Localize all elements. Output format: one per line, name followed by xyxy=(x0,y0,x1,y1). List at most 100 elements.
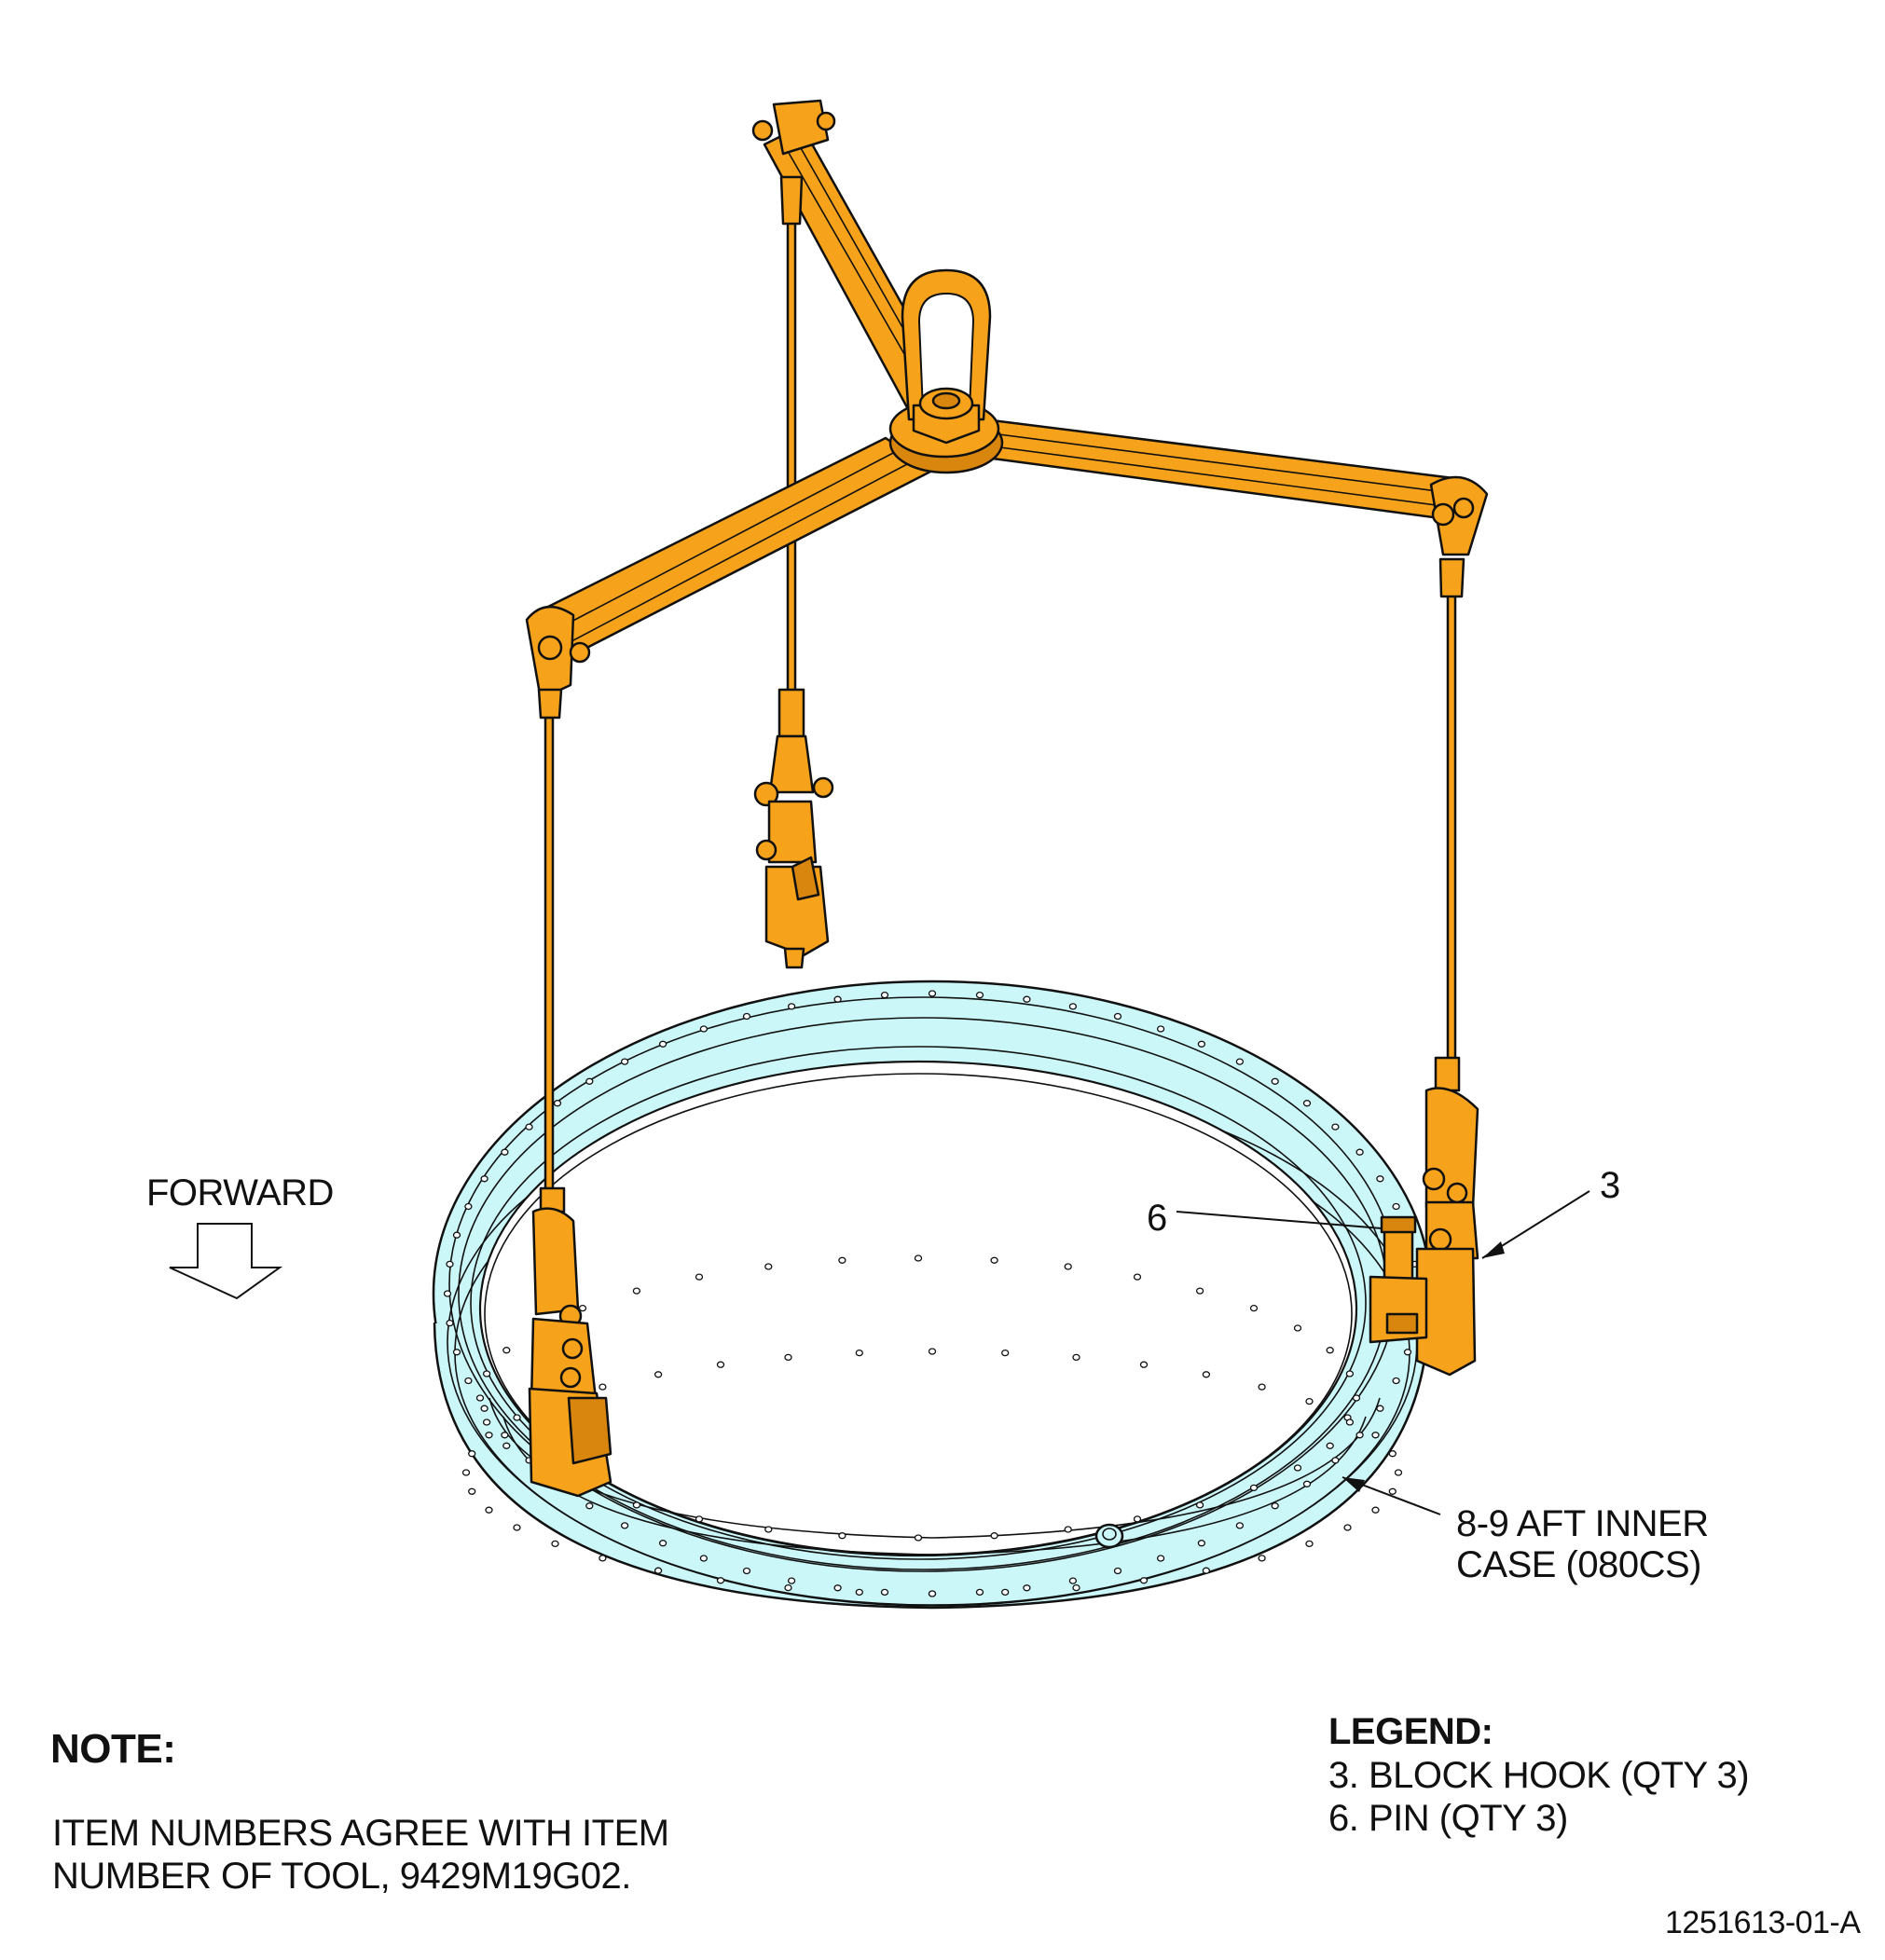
bolt-hole xyxy=(464,1202,473,1211)
bolt-hole xyxy=(928,1590,937,1597)
bolt-hole xyxy=(1371,1432,1380,1439)
bolt-hole xyxy=(525,1123,533,1131)
bolt-hole xyxy=(1388,1487,1397,1495)
forward-label: FORWARD xyxy=(146,1172,334,1213)
bolt-hole xyxy=(1235,1058,1245,1065)
aft-inner-case xyxy=(432,980,1433,1610)
bolt-hole xyxy=(482,1419,491,1426)
bolt-hole xyxy=(464,1377,473,1385)
bolt-hole xyxy=(880,991,889,999)
bolt-hole xyxy=(452,1349,461,1356)
bolt-hole xyxy=(452,1231,461,1239)
bolt-hole xyxy=(1326,1347,1334,1354)
bolt-hole xyxy=(695,1273,704,1281)
clevis-rear xyxy=(751,99,836,226)
bolt-hole xyxy=(485,1432,493,1439)
bolt-hole xyxy=(585,1502,594,1510)
bolt-hole xyxy=(1072,1353,1080,1362)
bolt-hole xyxy=(1293,1324,1302,1332)
bolt-hole xyxy=(1139,1361,1149,1368)
spreader-beam xyxy=(525,99,1489,720)
bolt-hole xyxy=(475,1394,485,1402)
bolt-hole xyxy=(1249,1304,1259,1312)
bolt-hole xyxy=(1403,1349,1412,1356)
bolt-hole xyxy=(1394,1469,1403,1476)
legend-item: 6. PIN (QTY 3) xyxy=(1328,1798,1568,1839)
bolt-hole xyxy=(1072,1583,1080,1592)
bolt-hole xyxy=(990,1532,998,1540)
bolt-hole xyxy=(599,1555,607,1562)
bolt-hole xyxy=(654,1567,663,1574)
bolt-hole xyxy=(578,1304,587,1312)
clevis-left xyxy=(525,606,591,720)
bolt-hole xyxy=(1293,1464,1302,1472)
bolt-hole xyxy=(480,1175,488,1183)
bolt-hole xyxy=(1376,1175,1384,1183)
bolt-hole xyxy=(784,1353,792,1362)
clevis-right xyxy=(1429,475,1489,598)
bolt-hole xyxy=(468,1450,476,1458)
forward-arrow-icon xyxy=(169,1223,283,1300)
bolt-hole xyxy=(551,1540,559,1548)
bolt-hole xyxy=(838,1532,846,1540)
bolt-hole xyxy=(1352,1394,1361,1402)
bolt-hole xyxy=(1388,1450,1397,1458)
bolt-hole xyxy=(1068,1003,1078,1010)
bolt-hole xyxy=(1355,1432,1364,1439)
bolt-hole xyxy=(468,1487,476,1495)
bolt-hole xyxy=(1202,1371,1211,1378)
bolt-hole xyxy=(975,1588,984,1597)
leader-lines xyxy=(1176,1190,1590,1515)
bolt-hole xyxy=(716,1361,725,1368)
bolt-hole xyxy=(1197,1540,1206,1547)
note-line-1: ITEM NUMBERS AGREE WITH ITEM xyxy=(52,1813,669,1854)
bolt-hole xyxy=(501,1432,509,1439)
bolt-hole xyxy=(658,1040,667,1048)
bolt-hole xyxy=(632,1287,641,1295)
bolt-hole xyxy=(1331,1457,1340,1464)
bolt-hole xyxy=(1001,1349,1010,1357)
bolt-hole xyxy=(443,1290,452,1297)
bolt-hole xyxy=(1064,1526,1072,1533)
bolt-hole xyxy=(485,1506,493,1514)
bolt-hole xyxy=(658,1540,667,1547)
callout-item-3: 3 xyxy=(1600,1165,1620,1206)
bolt-hole xyxy=(585,1077,594,1085)
bolt-hole xyxy=(1195,1501,1204,1509)
bolt-hole xyxy=(1302,1480,1312,1487)
bolt-hole xyxy=(1068,1577,1078,1584)
bolt-hole xyxy=(553,1100,562,1107)
bolt-hole xyxy=(928,1348,937,1355)
bolt-hole xyxy=(1345,1419,1355,1426)
bolt-hole xyxy=(1023,1584,1031,1592)
bolt-hole xyxy=(502,1442,511,1449)
bolt-hole xyxy=(1258,1555,1266,1562)
legend-title: LEGEND: xyxy=(1328,1711,1493,1752)
bolt-hole xyxy=(1023,995,1031,1003)
bolt-hole xyxy=(501,1148,509,1156)
bolt-hole xyxy=(838,1256,846,1264)
bolt-hole xyxy=(1345,1370,1355,1377)
bolt-hole xyxy=(1326,1442,1334,1449)
bolt-hole xyxy=(1343,1524,1352,1531)
bolt-hole xyxy=(1258,1383,1266,1391)
note-line-2: NUMBER OF TOOL, 9429M19G02. xyxy=(52,1856,631,1897)
case-label-line1: 8-9 AFT INNER xyxy=(1456,1503,1709,1544)
bolt-hole xyxy=(784,1583,792,1592)
bolt-hole xyxy=(1392,1377,1400,1385)
bolt-hole xyxy=(1305,1540,1314,1548)
bolt-hole xyxy=(620,1058,629,1065)
bolt-hole xyxy=(620,1522,629,1529)
bolt-hole xyxy=(1271,1502,1279,1510)
block-hook-right xyxy=(1369,1056,1479,1377)
bolt-hole xyxy=(513,1524,521,1531)
bolt-hole xyxy=(1156,1555,1165,1562)
bolt-hole xyxy=(695,1515,704,1523)
bolt-hole xyxy=(787,1003,796,1010)
bolt-hole xyxy=(1197,1040,1206,1048)
bolt-hole xyxy=(1376,1405,1384,1412)
note-title: NOTE: xyxy=(50,1726,176,1772)
bolt-hole xyxy=(833,995,842,1003)
bolt-hole xyxy=(654,1371,663,1378)
bolt-hole xyxy=(742,1012,751,1021)
